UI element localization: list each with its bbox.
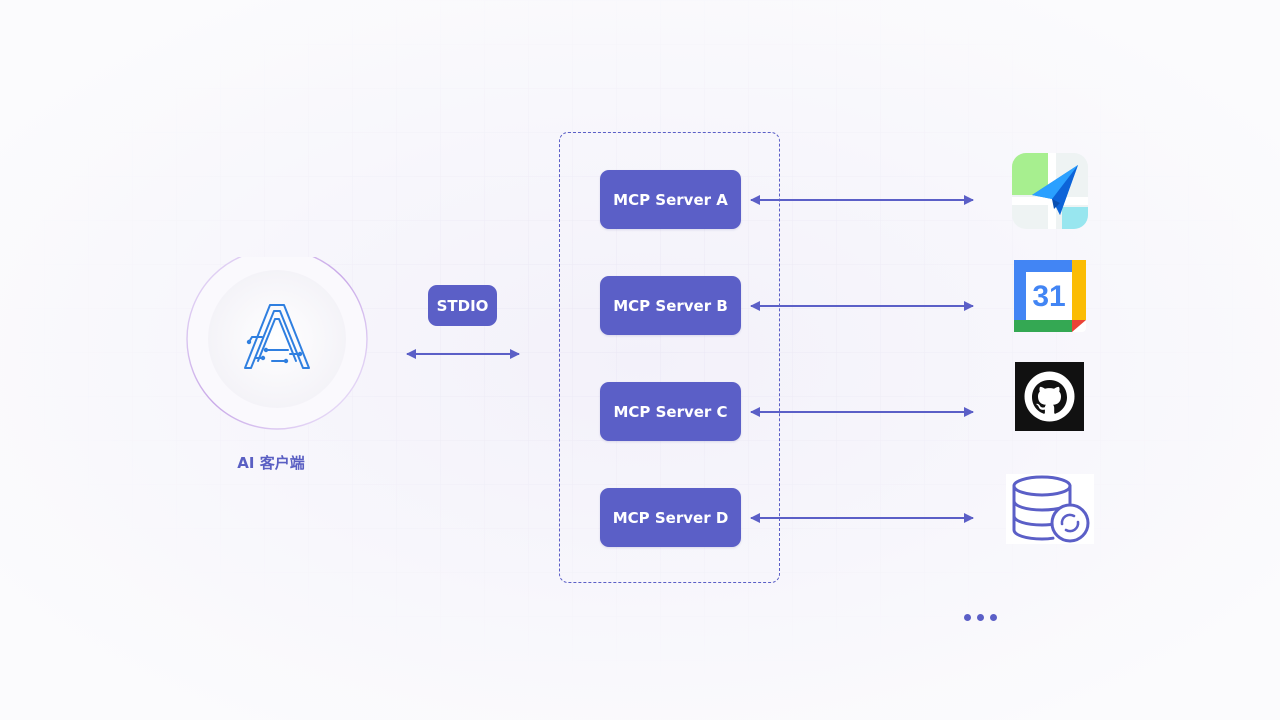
mcp-server-d-box: MCP Server D [600,488,741,547]
database-sync-icon [1006,474,1094,544]
mcp-server-group [559,132,780,583]
mcp-server-a-box: MCP Server A [600,170,741,229]
ai-client-node [186,248,368,439]
ellipsis-dot [990,614,997,621]
mcp-server-c-box: MCP Server C [600,382,741,441]
calendar-day-number: 31 [1032,280,1065,313]
more-services-ellipsis [964,614,997,621]
ellipsis-dot [977,614,984,621]
letter-a-circuit-logo-icon [186,248,368,430]
ai-client-label: AI 客户端 [237,454,305,472]
mcp-server-b-box: MCP Server B [600,276,741,335]
github-icon [1015,362,1084,431]
calendar-31-icon: 31 [1014,260,1086,332]
ellipsis-dot [964,614,971,621]
stdio-transport-label: STDIO [428,285,497,326]
paper-plane-map-icon [1012,153,1088,229]
